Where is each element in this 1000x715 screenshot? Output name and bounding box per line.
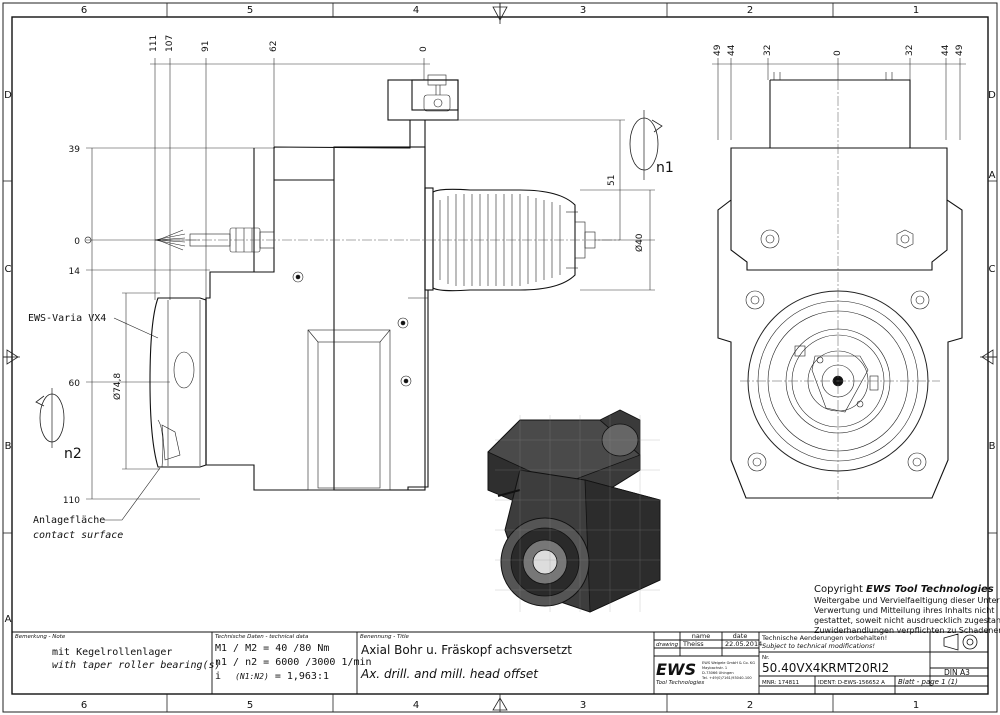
tech-line-ratio: i (N1:N2) = 1,963:1 [215, 671, 329, 682]
dim-front-44-left: 44 [727, 44, 737, 56]
tech-line-torque: M1 / M2 = 40 /80 Nm [215, 643, 329, 654]
title-block: Bemerkung - Note mit Kegelrollenlager wi… [12, 631, 988, 694]
ratio-value: = 1,963:1 [275, 671, 329, 682]
title-de: Axial Bohr u. Fräskopf achsversetzt [361, 643, 572, 657]
zone-col-4-top: 4 [413, 5, 419, 16]
dim-left-60: 60 [69, 379, 81, 389]
drawer-name: Theiss [682, 640, 704, 648]
dim-diameter-74-8: Ø74,8 [112, 373, 123, 400]
ews-logo: EWS [656, 660, 696, 679]
dim-front-44-right: 44 [941, 44, 951, 56]
company-line-3: D-73066 Uhingen [702, 671, 734, 675]
company-line-2: Maybachstr. 1 [702, 666, 727, 670]
dim-left-110: 110 [63, 496, 80, 506]
label-n1: n1 [656, 160, 674, 176]
dim-front-0: 0 [833, 50, 843, 56]
zone-col-6-top: 6 [81, 5, 87, 16]
copyright-line-4: Zuwiderhandlungen verpflichten zu Schade… [814, 626, 1000, 635]
dim-left-39: 39 [69, 145, 81, 155]
copyright-line-2: Verwertung und Mitteilung ihres Inhalts … [814, 606, 994, 615]
zone-row-d-right: D [988, 90, 996, 101]
dim-front-32-left: 32 [763, 45, 773, 56]
dim-left-0: 0 [74, 237, 80, 247]
dim-top-107: 107 [165, 35, 175, 52]
note-header: Bemerkung - Note [15, 634, 66, 640]
zone-row-b-right: B [989, 441, 996, 452]
ratio-note: (N1:N2) [235, 672, 269, 681]
zone-labels-left: D C B A [4, 90, 12, 625]
col-date-header: date [733, 632, 748, 640]
part-number: 50.40VX4KRMT20RI2 [762, 661, 889, 675]
label-contact-surface-de: Anlagefläche [33, 515, 105, 526]
zone-labels-right: D C B A [988, 90, 996, 452]
dim-51: 51 [607, 175, 617, 186]
projection-symbol-icon [943, 633, 978, 651]
sheet-number: Blatt - page 1 (1) [898, 678, 958, 686]
col-name-header: name [692, 632, 710, 640]
zone-col-5-bottom: 5 [247, 700, 253, 711]
zone-col-2-bottom: 2 [747, 700, 753, 711]
copyright-block: Copyright EWS Tool Technologies Weiterga… [814, 584, 1000, 635]
company-line-1: EWS Weigele GmbH & Co. KG [702, 661, 755, 665]
zone-col-3-bottom: 3 [580, 700, 586, 711]
rotation-n2-symbol [35, 388, 65, 448]
zone-col-1-bottom: 1 [913, 700, 919, 711]
copyright-title: Copyright EWS Tool Technologies [814, 584, 994, 595]
part-number-label: Nr. [762, 655, 770, 661]
side-view: 111 107 91 62 0 39 0 14 60 110 [28, 35, 674, 541]
zone-row-a-right: A [989, 170, 996, 181]
rotation-n1-symbol [629, 110, 663, 180]
title-en: Ax. drill. and mill. head offset [360, 667, 539, 681]
label-n2: n2 [64, 446, 82, 462]
front-view: 49 44 32 0 32 44 49 [712, 44, 966, 500]
tech-line-speed: n1 / n2 = 6000 /3000 1/min [215, 657, 372, 668]
title-header: Benennung - Title [360, 634, 410, 640]
dim-front-49-right: 49 [955, 44, 965, 56]
ident-number: IDENT: D-EWS-156652 A [818, 680, 885, 686]
copyright-brand: EWS Tool Technologies [866, 584, 994, 595]
company-line-4: Tel. +49(0)7161/93040-100 [701, 676, 752, 680]
isometric-view [487, 409, 661, 613]
zone-col-1-top: 1 [913, 5, 919, 16]
zone-row-b-left: B [5, 441, 12, 452]
zone-col-5-top: 5 [247, 5, 253, 16]
copyright-prefix: Copyright [814, 584, 866, 595]
din-format: DIN A3 [944, 668, 970, 677]
zone-col-3-top: 3 [580, 5, 586, 16]
copyright-line-3: gestattet, soweit nicht ausdruecklich zu… [814, 616, 1000, 625]
dim-top-62: 62 [269, 41, 279, 52]
zone-col-6-bottom: 6 [81, 700, 87, 711]
copyright-line-1: Weitergabe und Vervielfaeltigung dieser … [814, 596, 1000, 605]
tech-header: Technische Daten - technical data [215, 634, 309, 640]
changes-en: Subject to technical modifications! [762, 642, 875, 650]
label-contact-surface-en: contact surface [33, 530, 123, 541]
dim-front-49-left: 49 [713, 44, 723, 56]
zone-row-c-left: C [5, 264, 12, 275]
zone-row-c-right: C [989, 264, 996, 275]
zone-row-d-left: D [4, 90, 12, 101]
dim-top-111: 111 [149, 35, 159, 52]
dim-diameter-40: Ø40 [634, 233, 645, 252]
changes-de: Technische Aenderungen vorbehalten! [761, 634, 887, 642]
zone-col-4-bottom: 4 [413, 700, 419, 711]
drawing-date: 22.05.2014 [725, 640, 762, 648]
row-drawing-label: drawing [656, 642, 679, 648]
note-en: with taper roller bearing(s) [52, 660, 221, 671]
zone-labels-top: 6 5 4 3 2 1 [81, 5, 919, 16]
dim-top-0: 0 [419, 46, 429, 52]
dim-left-14: 14 [69, 267, 81, 277]
zone-row-a-left: A [5, 614, 12, 625]
ews-logo-sub: Tool Technologies [656, 680, 704, 686]
zone-col-2-top: 2 [747, 5, 753, 16]
dim-top-91: 91 [201, 41, 211, 52]
dim-front-32-right: 32 [905, 45, 915, 56]
label-ews-varia-vx4: EWS-Varia VX4 [28, 313, 106, 324]
note-de: mit Kegelrollenlager [52, 647, 172, 658]
mnr-number: MNR: 174811 [762, 680, 799, 686]
zone-labels-bottom: 6 5 4 3 2 1 [81, 700, 919, 711]
ratio-symbol: i [215, 671, 221, 682]
